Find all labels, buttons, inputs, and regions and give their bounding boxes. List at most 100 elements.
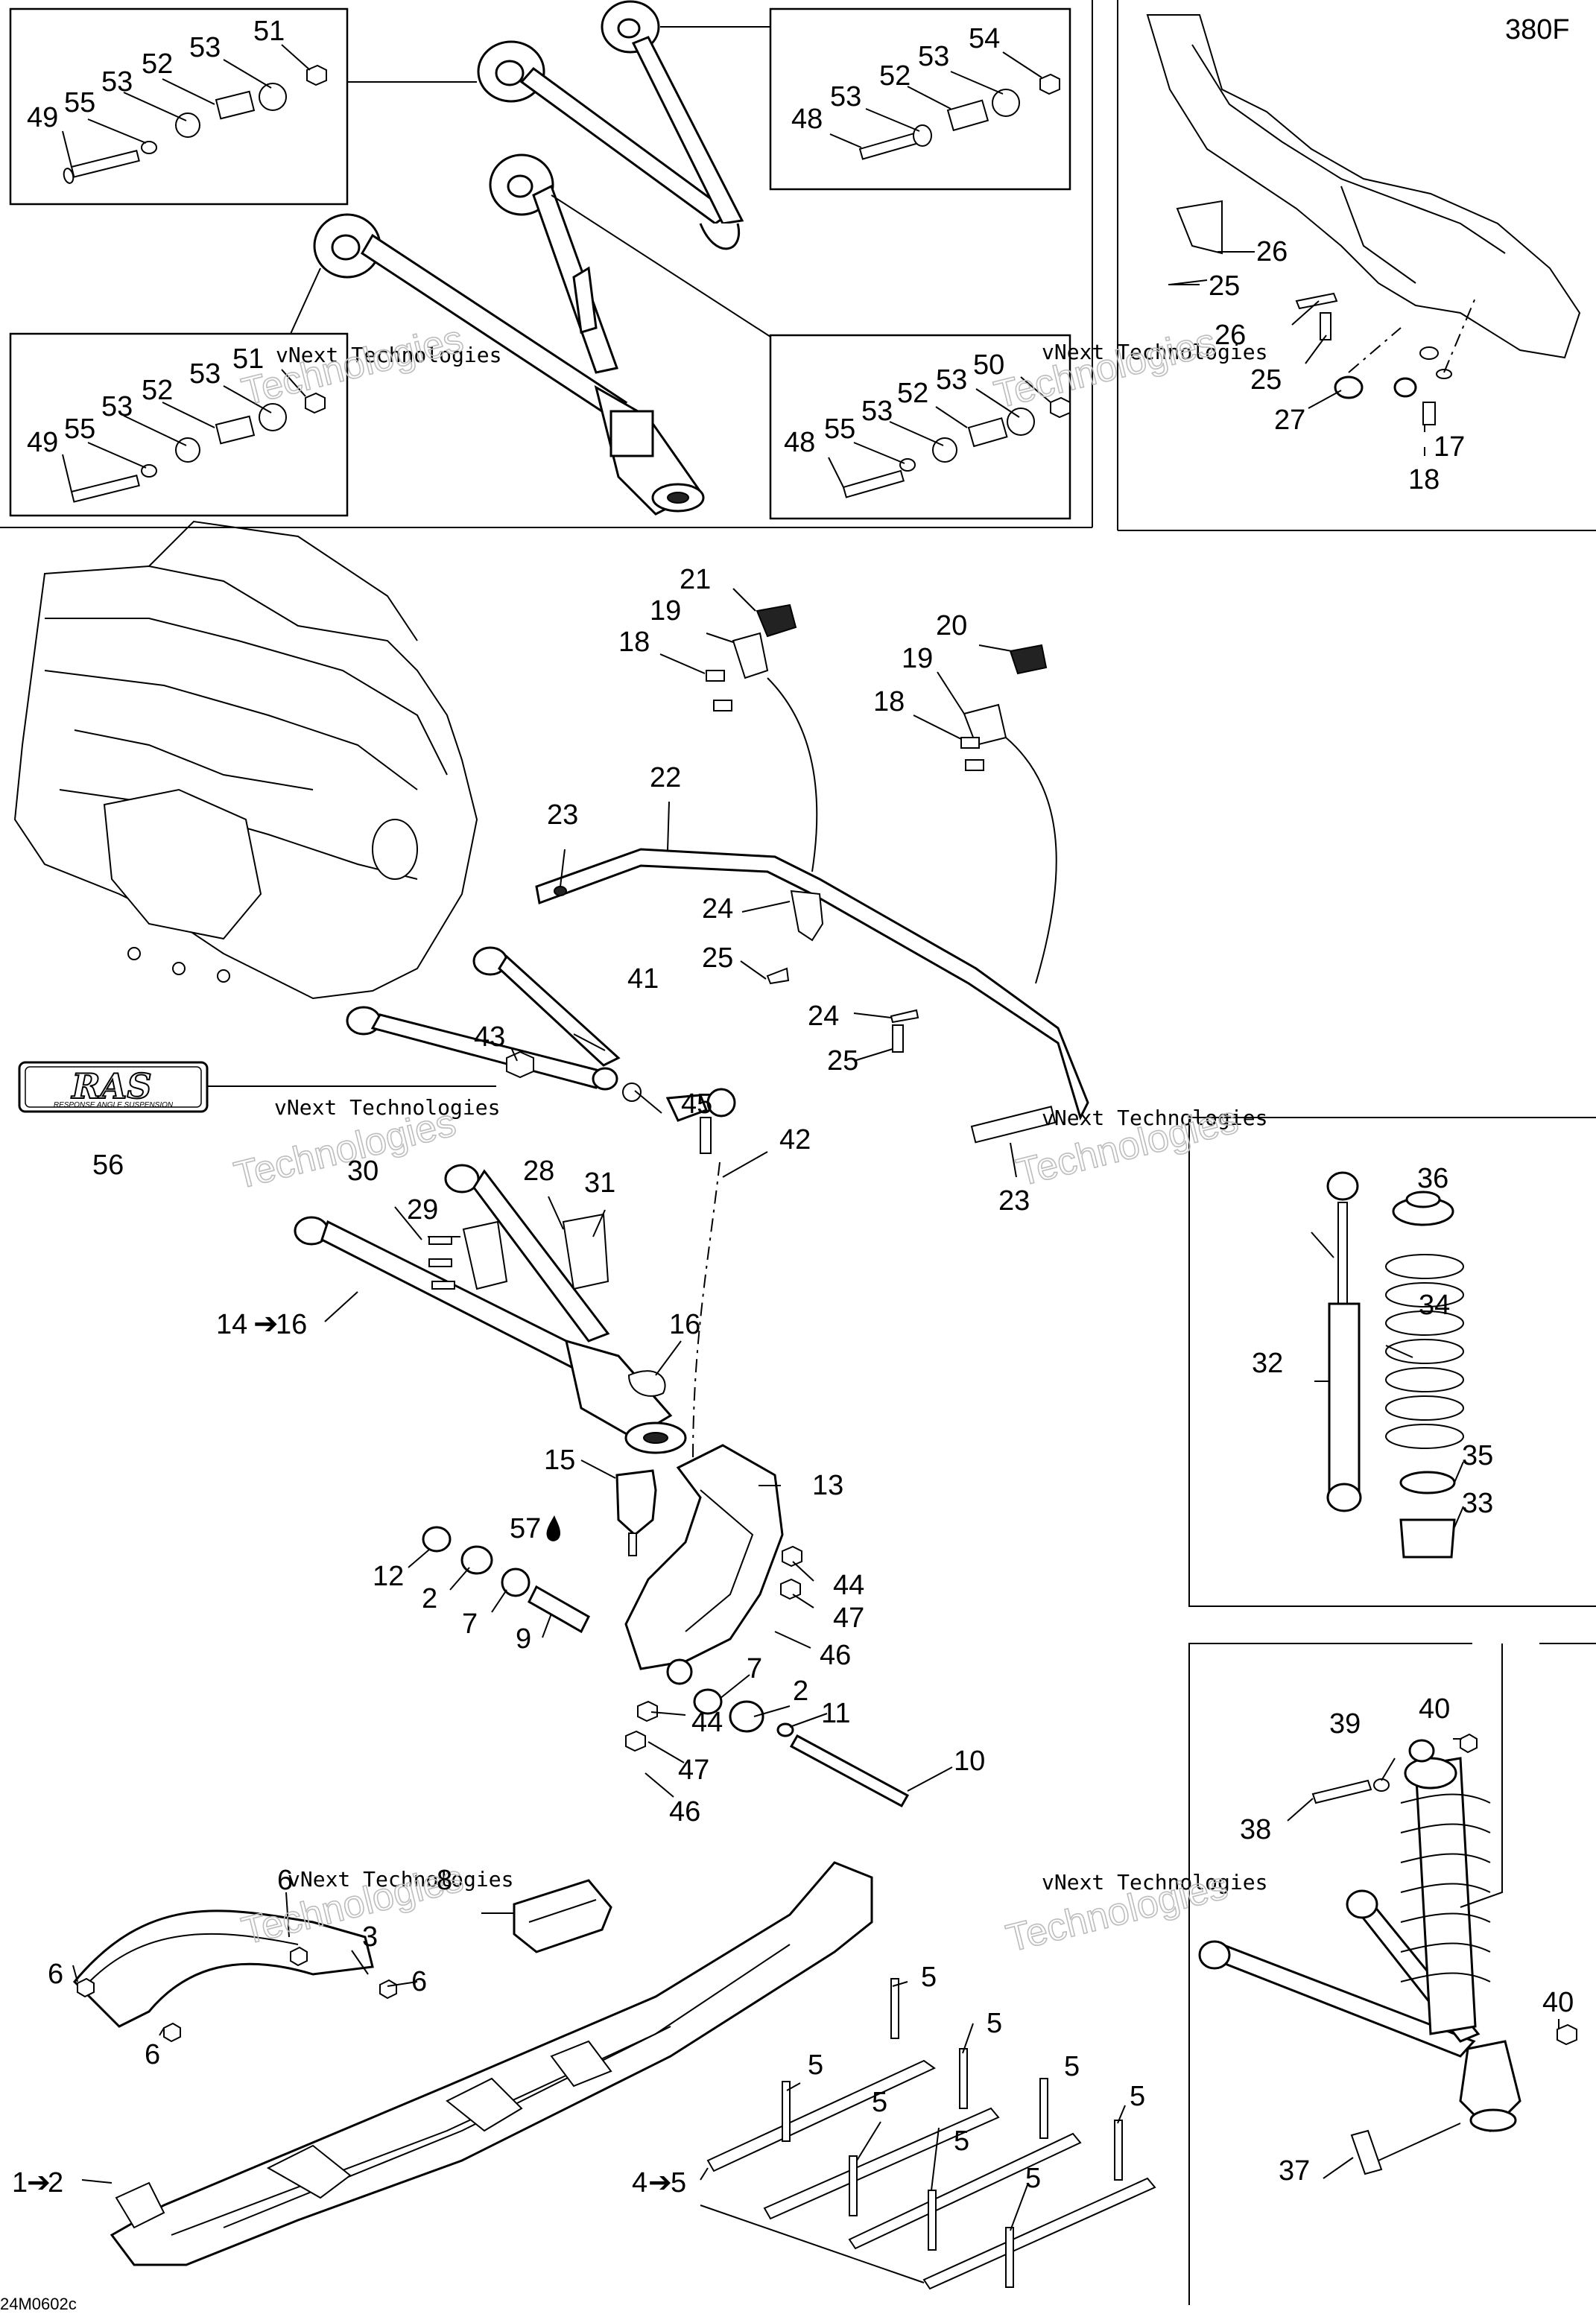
detail-box-mid-right xyxy=(769,334,1071,520)
callout: 53 xyxy=(101,66,133,98)
callout: 19 xyxy=(902,643,933,674)
coil-spring xyxy=(1385,1254,1464,1449)
spindle-assembly xyxy=(422,1161,910,1808)
callout: 53 xyxy=(830,81,861,112)
callout: 19 xyxy=(650,595,681,627)
callout: 47 xyxy=(833,1603,864,1634)
callout: 7 xyxy=(462,1608,478,1640)
callout: 32 xyxy=(1252,1348,1283,1379)
callout: 43 xyxy=(474,1021,505,1053)
callout: 46 xyxy=(669,1796,700,1828)
callout: 34 xyxy=(1419,1290,1450,1321)
chassis-frame xyxy=(13,520,478,1000)
callout: 48 xyxy=(791,104,823,135)
callout: 33 xyxy=(1462,1488,1493,1519)
sway-bar-bushings xyxy=(706,603,1057,984)
callout: 2 xyxy=(48,2167,63,2199)
callout: 25 xyxy=(1209,270,1240,302)
callout: 9 xyxy=(516,1623,531,1655)
callout: 51 xyxy=(253,16,285,47)
detail-box-top-left xyxy=(9,7,349,206)
bolt-stack-top-right xyxy=(858,73,1060,160)
watermark: vNext Technologies xyxy=(274,1095,500,1120)
callout: 51 xyxy=(232,343,264,375)
grease-drop-icon xyxy=(546,1515,560,1541)
callout: 18 xyxy=(873,686,905,717)
callout: 57 xyxy=(510,1513,541,1544)
callout: 5 xyxy=(671,2167,686,2199)
callout: 17 xyxy=(1434,431,1465,463)
callout: 38 xyxy=(1240,1814,1271,1845)
callout: 12 xyxy=(373,1561,404,1592)
watermark: vNext Technologies xyxy=(276,343,501,367)
callout: 52 xyxy=(897,378,928,409)
callout: 5 xyxy=(1064,2051,1080,2082)
bolt-stack-mid-right xyxy=(842,396,1071,498)
leader-lines xyxy=(62,44,1559,2231)
callout: 53 xyxy=(101,391,133,422)
callout: 25 xyxy=(1250,364,1282,396)
callout: 53 xyxy=(936,364,967,396)
callout: 6 xyxy=(411,1966,427,1997)
callout: 40 xyxy=(1419,1693,1450,1725)
callout-labels: 49 55 53 52 53 51 48 53 52 53 54 49 55 5… xyxy=(12,16,1574,2199)
callout: 52 xyxy=(142,48,173,80)
bolt-stack-top-left xyxy=(63,64,327,184)
callout: 36 xyxy=(1417,1163,1448,1194)
arrow-icon: ➔ xyxy=(648,2167,672,2199)
callout: 13 xyxy=(812,1470,843,1501)
callout: 24 xyxy=(702,893,733,925)
callout: 20 xyxy=(936,610,967,641)
callout: 5 xyxy=(954,2126,969,2157)
callout: 1 xyxy=(12,2167,28,2199)
callout: 50 xyxy=(973,349,1004,381)
shock-assembly-view xyxy=(1198,1643,1577,2175)
callout: 26 xyxy=(1215,320,1246,351)
callout: 21 xyxy=(680,564,711,595)
callout: 53 xyxy=(189,32,221,63)
callout: 27 xyxy=(1274,405,1305,436)
callout: 10 xyxy=(954,1746,985,1777)
arrow-icon: ➔ xyxy=(27,2167,51,2199)
callout: 5 xyxy=(1130,2081,1145,2112)
callout: 30 xyxy=(347,1156,379,1187)
top-a-arm-assembly xyxy=(313,0,744,516)
callout: 55 xyxy=(64,87,95,118)
callout: 29 xyxy=(407,1194,438,1226)
callout: 5 xyxy=(987,2008,1002,2039)
shock-absorber xyxy=(1326,1171,1464,1559)
drawing-reference: 24M0602c xyxy=(0,2295,77,2313)
callout: 5 xyxy=(1025,2163,1041,2194)
callout: 52 xyxy=(142,375,173,406)
callout: 39 xyxy=(1329,1708,1361,1740)
callout: 3 xyxy=(362,1921,378,1953)
callout: 52 xyxy=(879,60,911,92)
model-code: 380F xyxy=(1505,14,1570,45)
callout: 22 xyxy=(650,762,681,793)
callout: 54 xyxy=(969,23,1000,54)
callout: 2 xyxy=(793,1676,808,1707)
callout: 49 xyxy=(27,427,58,458)
watermark: vNext Technologies xyxy=(1042,340,1267,364)
callout: 40 xyxy=(1542,1987,1574,2018)
watermark: vNext Technologies xyxy=(1042,1106,1267,1130)
ras-logo-subtext: RESPONSE ANGLE SUSPENSION xyxy=(54,1101,174,1109)
callout: 2 xyxy=(422,1583,437,1614)
callout: 11 xyxy=(821,1698,850,1729)
ski xyxy=(72,1861,873,2266)
frame-bracket-380f xyxy=(1146,14,1581,425)
callout: 35 xyxy=(1462,1440,1493,1471)
callout: 42 xyxy=(779,1124,811,1156)
callout: 24 xyxy=(808,1001,839,1032)
callout: 45 xyxy=(681,1088,712,1120)
callout: 53 xyxy=(861,396,893,427)
callout: 46 xyxy=(820,1640,851,1671)
callout: 4 xyxy=(632,2167,647,2199)
callout: 14 xyxy=(216,1309,247,1340)
watermark: vNext Technologies xyxy=(1042,1870,1267,1895)
callout: 55 xyxy=(824,413,855,445)
watermark: vNext Technologies xyxy=(288,1867,513,1892)
callout: 37 xyxy=(1279,2155,1310,2187)
detail-box-top-right xyxy=(769,7,1071,191)
